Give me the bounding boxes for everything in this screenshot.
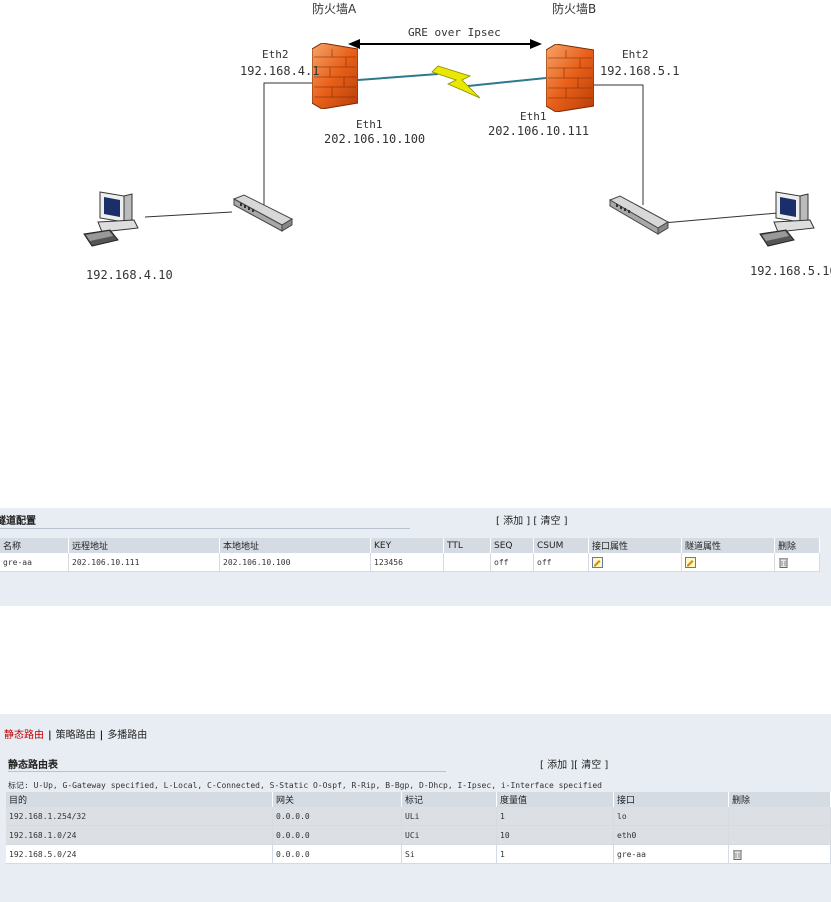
firewall-a-icon [312, 43, 358, 109]
route-flag-cell: ULi [401, 807, 497, 826]
tunnel-seq-cell: off [490, 553, 534, 572]
tunnel-remote-cell: 202.106.10.111 [68, 553, 220, 572]
tunnel-panel-title: 隧道配置 [0, 516, 36, 527]
route-iface-cell: eth0 [613, 825, 729, 845]
col-metric: 度量值 [496, 792, 614, 807]
tunnel-config-panel: 隧道配置 [ 添加 ] [ 清空 ] 名称 远程地址 本地地址 KEY TTL … [0, 508, 831, 606]
col-tunnel-attr: 隧道属性 [681, 538, 775, 553]
col-key: KEY [370, 538, 444, 553]
tunnel-attr-cell [681, 553, 775, 572]
route-dest-cell: 192.168.1.254/32 [6, 807, 273, 826]
fw-a-eth1-ip: 202.106.10.100 [324, 132, 426, 146]
col-ttl: TTL [443, 538, 491, 553]
route-clear-button[interactable]: [ 清空 ] [574, 760, 609, 771]
col-name: 名称 [0, 538, 69, 553]
table-header-row: 名称 远程地址 本地地址 KEY TTL SEQ CSUM 接口属性 隧道属性 … [0, 538, 820, 553]
fw-a-eth2-name: Eth2 [262, 48, 289, 61]
table-row: 192.168.5.0/24 0.0.0.0 Si 1 gre-aa [6, 844, 831, 864]
col-interface: 接口 [613, 792, 729, 807]
tunnel-title-underline [0, 528, 410, 529]
firewall-b-title: 防火墙B [552, 2, 597, 16]
pc-a-ip: 192.168.4.10 [86, 268, 173, 282]
route-metric-cell: 10 [496, 825, 614, 845]
trash-icon[interactable] [732, 849, 743, 860]
firewall-a-title: 防火墙A [312, 2, 357, 16]
link-label: GRE over Ipsec [408, 26, 501, 39]
tunnel-table: 名称 远程地址 本地地址 KEY TTL SEQ CSUM 接口属性 隧道属性 … [0, 538, 820, 572]
iface-attr-cell [588, 553, 682, 572]
delete-cell [774, 553, 820, 572]
tunnel-local-cell: 202.106.10.100 [219, 553, 371, 572]
table-row: gre-aa 202.106.10.111 202.106.10.100 123… [0, 553, 820, 572]
routing-tabs: 静态路由|策略路由|多播路由 [4, 730, 148, 741]
route-iface-cell: lo [613, 807, 729, 826]
fw-b-eth2-ip: 192.168.5.1 [600, 64, 680, 78]
pc-b-ip: 192.168.5.10 [750, 264, 831, 278]
route-add-button[interactable]: [ 添加 ] [540, 760, 575, 771]
switch-b-icon [608, 195, 670, 235]
network-diagram: 防火墙A 防火墙B GRE over Ipsec Eth2 192.168.4.… [0, 0, 831, 300]
fw-b-eth1-ip: 202.106.10.111 [488, 124, 590, 138]
trash-icon[interactable] [778, 557, 789, 568]
tunnel-clear-button[interactable]: [ 清空 ] [533, 516, 568, 527]
route-flag-cell: UCi [401, 825, 497, 845]
col-flag: 标记 [401, 792, 497, 807]
fw-b-eth2-name: Eht2 [622, 48, 649, 61]
tab-static-route[interactable]: 静态路由 [4, 730, 44, 741]
route-flags-legend: 标记: U-Up, G-Gateway specified, L-Local, … [8, 781, 602, 790]
firewall-b-icon [546, 44, 594, 112]
tunnel-csum-cell: off [533, 553, 589, 572]
fw-a-eth2-ip: 192.168.4.1 [240, 64, 320, 78]
diagram-lines [144, 39, 779, 224]
edit-icon[interactable] [685, 556, 696, 568]
tab-multicast-route[interactable]: 多播路由 [107, 730, 148, 741]
routing-actions: [ 添加 ][ 清空 ] [540, 756, 608, 771]
route-iface-cell: gre-aa [613, 844, 729, 864]
tunnel-ttl-cell [443, 553, 491, 572]
tab-policy-route[interactable]: 策略路由 [55, 730, 96, 741]
route-gateway-cell: 0.0.0.0 [272, 825, 402, 845]
edit-icon[interactable] [592, 556, 603, 568]
routing-title-underline [8, 771, 446, 772]
tunnel-add-button[interactable]: [ 添加 ] [496, 516, 531, 527]
route-gateway-cell: 0.0.0.0 [272, 844, 402, 864]
route-dest-cell: 192.168.5.0/24 [6, 844, 273, 864]
static-route-table: 目的 网关 标记 度量值 接口 删除 192.168.1.254/32 0.0.… [6, 792, 831, 864]
col-local: 本地地址 [219, 538, 371, 553]
route-delete-cell [728, 844, 831, 864]
col-destination: 目的 [6, 792, 273, 807]
col-delete: 删除 [774, 538, 820, 553]
col-csum: CSUM [533, 538, 589, 553]
col-delete: 删除 [728, 792, 831, 807]
computer-a-icon [83, 191, 139, 247]
route-delete-cell [728, 807, 831, 826]
table-row: 192.168.1.254/32 0.0.0.0 ULi 1 lo [6, 807, 831, 826]
lightning-link-icon [358, 65, 547, 99]
table-header-row: 目的 网关 标记 度量值 接口 删除 [6, 792, 831, 807]
col-remote: 远程地址 [68, 538, 220, 553]
col-gateway: 网关 [272, 792, 402, 807]
fw-a-eth1-name: Eth1 [356, 118, 383, 131]
tunnel-actions: [ 添加 ] [ 清空 ] [496, 512, 568, 527]
route-metric-cell: 1 [496, 844, 614, 864]
col-iface-attr: 接口属性 [588, 538, 682, 553]
col-seq: SEQ [490, 538, 534, 553]
routing-panel: 静态路由|策略路由|多播路由 静态路由表 [ 添加 ][ 清空 ] 标记: U-… [0, 714, 831, 902]
tunnel-name-cell: gre-aa [0, 553, 69, 572]
route-flag-cell: Si [401, 844, 497, 864]
route-gateway-cell: 0.0.0.0 [272, 807, 402, 826]
route-metric-cell: 1 [496, 807, 614, 826]
route-dest-cell: 192.168.1.0/24 [6, 825, 273, 845]
switch-a-icon [232, 194, 294, 232]
routing-panel-title: 静态路由表 [8, 760, 58, 771]
table-row: 192.168.1.0/24 0.0.0.0 UCi 10 eth0 [6, 825, 831, 845]
computer-b-icon [759, 191, 815, 247]
fw-b-eth1-name: Eth1 [520, 110, 547, 123]
tunnel-key-cell: 123456 [370, 553, 444, 572]
route-delete-cell [728, 825, 831, 845]
